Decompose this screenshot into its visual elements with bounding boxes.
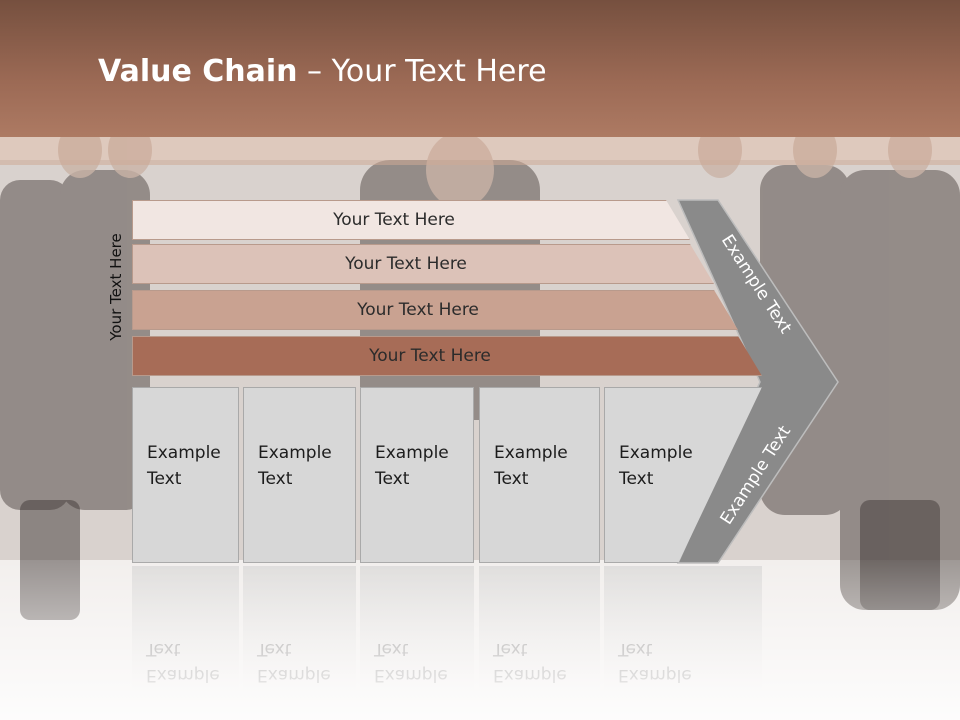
column-text-line1: Example [494,443,568,463]
title-rest: – Your Text Here [297,54,547,89]
column-text-line2: Text [258,469,293,489]
bar-2: Your Text Here [132,244,714,284]
bottom-fade [0,560,960,720]
column-text-line2: Text [494,469,529,489]
bar-4: Your Text Here [132,336,762,376]
bar-label: Your Text Here [345,254,467,274]
bar-3: Your Text Here [132,290,738,330]
column-text-line1: Example [619,443,693,463]
title-bold: Value Chain [98,54,298,89]
column-text-line1: Example [375,443,449,463]
slide-title: Value Chain – Your Text Here [98,54,547,89]
bar-1: Your Text Here [132,200,690,240]
column-text-line2: Text [619,469,654,489]
bar-label: Your Text Here [369,346,491,366]
column-text-line2: Text [375,469,410,489]
column-text-line1: Example [147,443,221,463]
header-band [0,0,960,137]
column-text-line2: Text [147,469,182,489]
header-accent-band [0,137,960,165]
column-text-line1: Example [258,443,332,463]
bar-label: Your Text Here [357,300,479,320]
bar-label: Your Text Here [333,210,455,230]
